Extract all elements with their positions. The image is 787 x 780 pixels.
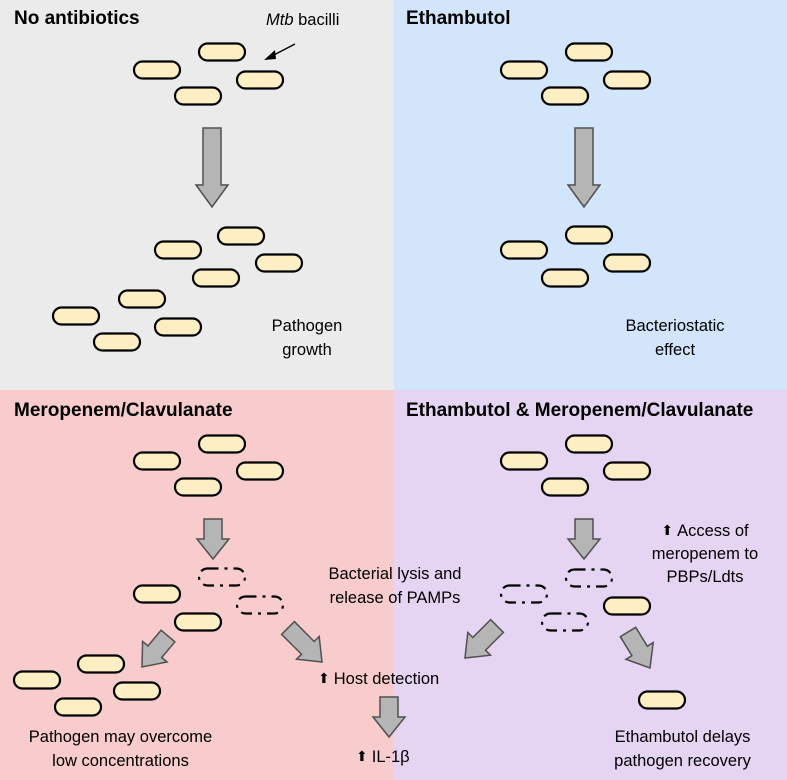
bacillus [602,596,652,616]
title-combination: Ethambutol & Meropenem/Clavulanate [406,400,754,421]
note-line: meropenem to [651,545,759,563]
process-arrow [371,696,407,739]
caption-overcome: Pathogen may overcome low concentrations [8,725,233,773]
lysed-bacillus [540,612,590,632]
process-arrow [619,626,655,670]
bacillus [197,42,247,62]
bacillus [132,60,182,80]
process-arrow [566,127,602,209]
pointer-arrowhead [264,50,276,60]
il1b-label: ⬆IL-1β [356,744,410,769]
bacillus [117,289,167,309]
bacillus [173,612,223,632]
lysed-bacillus [499,584,549,604]
bacillus [564,434,614,454]
lysed-bacillus [235,595,285,615]
bacillus [602,461,652,481]
lysed-bacillus [197,567,247,587]
lysis-line: Bacterial lysis and [328,565,462,583]
process-arrow [280,620,323,663]
bacillus [602,253,652,273]
bacillus [112,681,162,701]
host-detection-label: ⬆Host detection [318,666,439,691]
bacillus [235,461,285,481]
caption-line: Bacteriostatic [625,317,725,335]
bacillus [132,584,182,604]
bacillus [173,86,223,106]
title-no-antibiotics: No antibiotics [14,8,140,29]
title-ethambutol: Ethambutol [406,8,511,29]
up-arrow-icon: ⬆ [356,748,368,764]
bacilli-text: bacilli [293,11,340,29]
note-line: ⬆Access of [640,519,770,543]
caption-pathogen-growth: Pathogen growth [252,314,362,362]
bacillus [637,690,687,710]
lysis-text: Bacterial lysis and release of PAMPs [300,562,490,610]
process-arrow [194,127,230,209]
bacillus [499,451,549,471]
bacillus [53,697,103,717]
bacillus [12,670,62,690]
bacillus [153,240,203,260]
bacillus [540,268,590,288]
caption-delays-recovery: Ethambutol delays pathogen recovery [590,725,775,773]
bacillus [499,240,549,260]
host-detection-text: Host detection [333,670,440,688]
bacillus [197,434,247,454]
bacillus [173,477,223,497]
bacillus [254,253,304,273]
bacillus [564,225,614,245]
caption-line: growth [282,341,332,359]
bacillus [92,332,142,352]
panel-combination [394,390,787,780]
bacillus [51,306,101,326]
lysed-bacillus [564,568,614,588]
caption-line: low concentrations [52,752,189,770]
caption-line: Pathogen may overcome [28,728,213,746]
note-line: PBPs/Ldts [666,568,744,586]
bacillus [602,70,652,90]
process-arrow [464,618,505,659]
caption-line: Pathogen [271,317,343,335]
bacillus [153,317,203,337]
bacillus [76,654,126,674]
bacillus [191,268,241,288]
up-arrow-icon: ⬆ [661,522,674,538]
title-meropenem: Meropenem/Clavulanate [14,400,233,421]
bacillus [216,226,266,246]
bacillus [540,477,590,497]
bacillus [564,42,614,62]
process-arrow [566,518,602,561]
bacillus [499,60,549,80]
up-arrow-icon: ⬆ [318,670,330,686]
bacillus [540,86,590,106]
meropenem-access-note: ⬆Access of meropenem to PBPs/Ldts [640,519,770,589]
lysis-line: release of PAMPs [329,589,461,607]
mtb-bacilli-label: Mtb bacilli [266,8,339,32]
process-arrow [141,629,176,668]
note-text: Access of [677,522,749,540]
mtb-italic: Mtb [266,11,294,29]
caption-line: pathogen recovery [614,752,751,770]
caption-line: effect [654,341,696,359]
caption-bacteriostatic: Bacteriostatic effect [615,314,735,362]
process-arrow [195,518,231,561]
bacillus [235,70,285,90]
caption-line: Ethambutol delays [614,728,751,746]
bacillus [132,451,182,471]
il1b-text: IL-1β [371,748,410,766]
